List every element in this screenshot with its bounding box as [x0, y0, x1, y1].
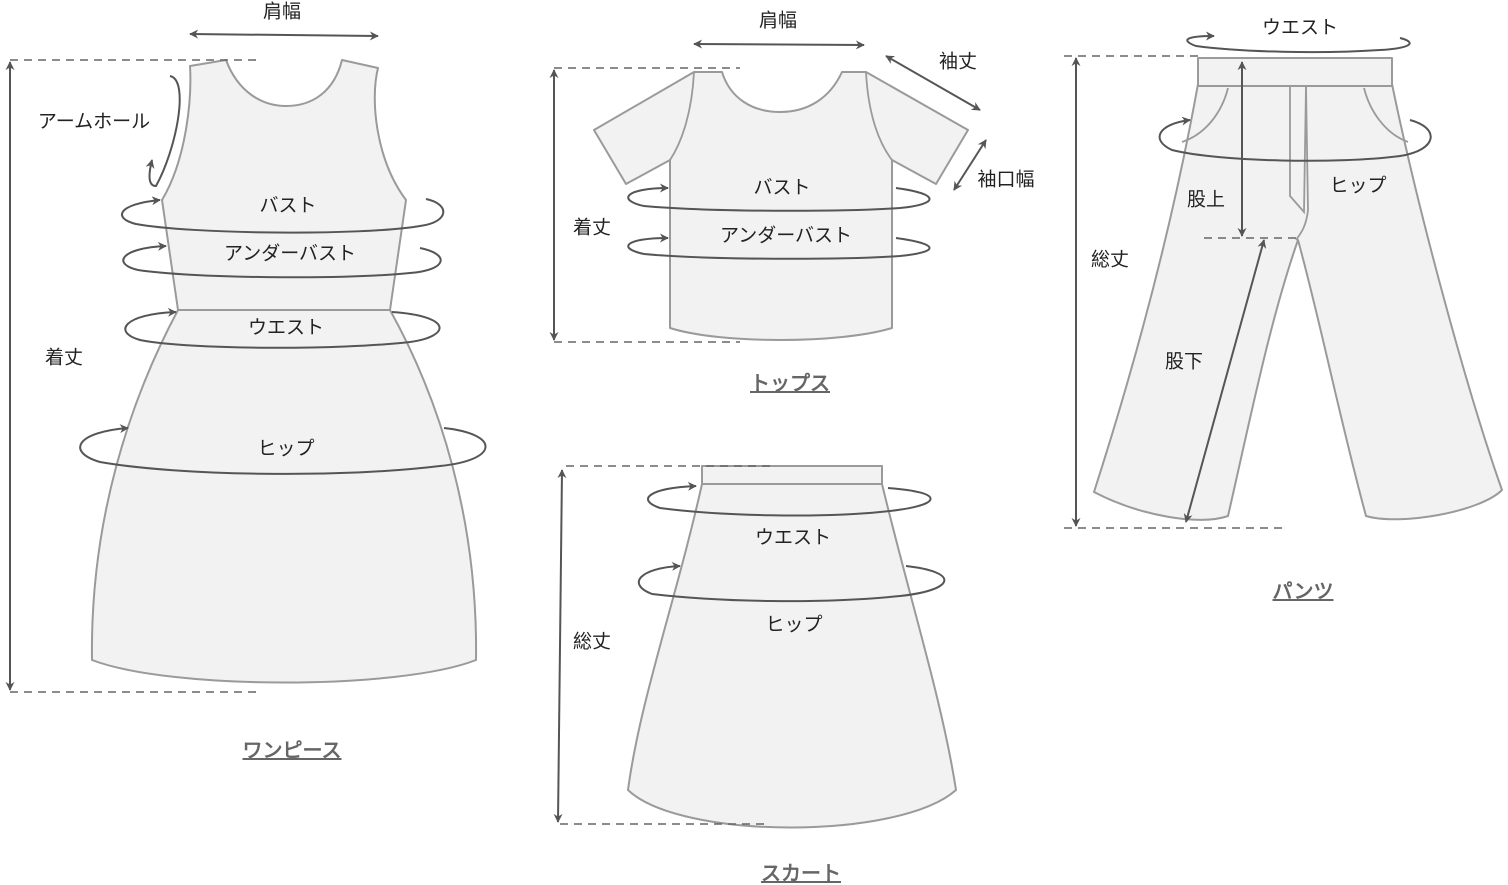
pants-left-pocket: [1181, 87, 1229, 143]
skirt-title: スカート: [761, 861, 841, 885]
skirt-length-arrow: [553, 469, 567, 823]
onepiece-shoulder-label: 肩幅: [263, 1, 301, 23]
tops-sleeve-length-label: 袖丈: [939, 51, 977, 73]
skirt-body: [627, 483, 957, 829]
onepiece-underbust-loop: [122, 241, 442, 279]
onepiece-skirt: [90, 309, 478, 684]
skirt-waistband: [701, 465, 883, 485]
pants-title: パンツ: [1273, 579, 1334, 603]
pants-inseam-label: 股下: [1165, 351, 1203, 373]
skirt-hip-label: ヒップ: [765, 614, 822, 636]
tops-shoulder-arrow: [693, 39, 865, 50]
onepiece-hip-loop: [79, 424, 487, 475]
pants-hip-label: ヒップ: [1329, 175, 1386, 197]
pants-length-label: 総丈: [1091, 249, 1129, 271]
onepiece-waist-label: ウエスト: [248, 317, 324, 339]
onepiece-diagram: 肩幅 アームホール バスト アンダーバスト ウエスト ヒップ 着丈 ワンピース: [5, 1, 487, 762]
onepiece-underbust-label: アンダーバスト: [224, 243, 356, 265]
pants-inseam-arrow: [1183, 239, 1267, 523]
skirt-waist-label: ウエスト: [755, 527, 831, 549]
tops-sleeve-length-arrow: [885, 55, 981, 111]
tops-right-armhole: [865, 71, 893, 161]
tops-cuff-width-label: 袖口幅: [977, 169, 1034, 191]
pants-diagram: ウエスト ヒップ 股上 股下 総丈 パンツ: [1064, 17, 1503, 603]
onepiece-armhole-label: アームホール: [38, 111, 150, 133]
onepiece-waist-loop: [124, 307, 441, 349]
skirt-hip-loop: [638, 561, 946, 603]
tops-length-label: 着丈: [573, 217, 611, 239]
onepiece-bust-label: バスト: [259, 195, 316, 217]
pants-hip-loop: [1158, 116, 1432, 162]
tops-bust-label: バスト: [753, 177, 810, 199]
skirt-diagram: ウエスト ヒップ 総丈 スカート: [553, 465, 957, 885]
pants-fly: [1289, 85, 1307, 215]
skirt-waist-loop: [647, 481, 932, 517]
onepiece-hip-label: ヒップ: [257, 438, 314, 460]
tops-left-armhole: [669, 71, 695, 161]
pants-right-pocket: [1363, 87, 1409, 143]
tops-shoulder-label: 肩幅: [759, 10, 797, 32]
pants-body: [1093, 83, 1503, 521]
onepiece-armhole-arrow: [145, 75, 181, 188]
onepiece-title: ワンピース: [243, 738, 342, 762]
tops-title: トップス: [750, 371, 830, 395]
onepiece-bust-loop: [120, 196, 445, 234]
onepiece-length-label: 着丈: [45, 347, 83, 369]
pants-rise-label: 股上: [1187, 189, 1225, 211]
onepiece-shoulder-arrow: [189, 29, 379, 41]
onepiece-bodice: [161, 59, 407, 311]
pants-crotch-seam: [1295, 85, 1309, 241]
pants-waist-loop: [1186, 31, 1411, 54]
tops-underbust-label: アンダーバスト: [720, 225, 852, 247]
pants-waist-label: ウエスト: [1262, 17, 1338, 39]
tops-diagram: 肩幅 袖丈 袖口幅 バスト アンダーバスト 着丈 トップス: [549, 10, 1035, 395]
tops-underbust-loop: [627, 233, 931, 260]
tops-cuff-width-arrow: [953, 139, 987, 191]
tops-bust-loop: [627, 183, 931, 212]
pants-waistband: [1197, 57, 1393, 87]
skirt-length-label: 総丈: [573, 631, 611, 653]
